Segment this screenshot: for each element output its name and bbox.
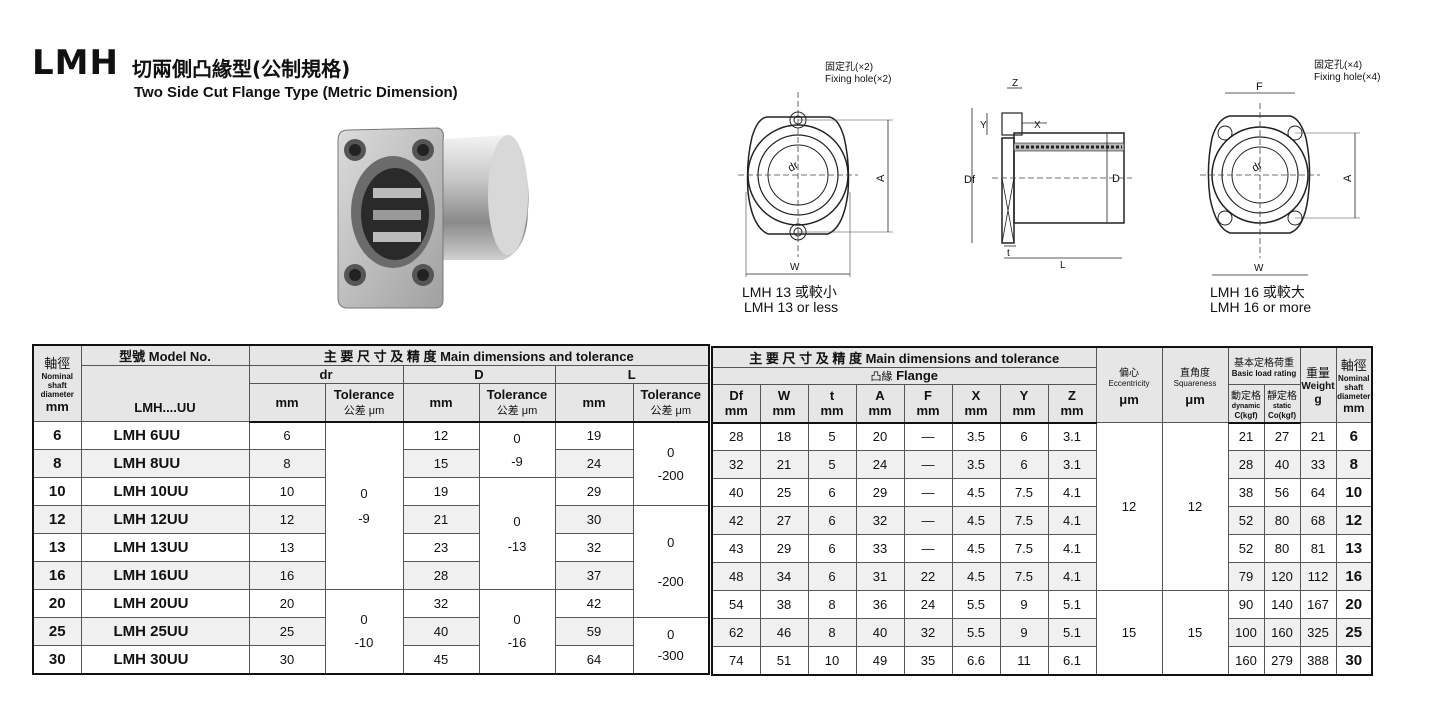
tol-l-group-3: 0-300 — [632, 617, 710, 674]
header-flange: 凸緣 Flange — [711, 367, 1097, 385]
label-l: L — [1060, 260, 1066, 271]
caption-zh-right: LMH 16 或較大 — [1210, 284, 1305, 300]
dimensions-table-left: 軸徑 Nominal shaft diameter mm 型號 Model No… — [32, 344, 710, 675]
header-load-rating: 基本定格荷重 Basic load rating — [1227, 346, 1301, 385]
tol-l-group-2: 0-200 — [632, 505, 710, 618]
header-squareness: 直角度 Squareness μm — [1161, 346, 1229, 423]
fixing-hole-note-en-right: Fixing hole(×4) — [1314, 72, 1381, 83]
table-row: 20 LMH 20UU 20 0-10 32 0-16 42 — [32, 589, 709, 674]
tol-dr-group-1: 0-9 — [324, 421, 404, 590]
tol-l-group-1: 0-200 — [632, 421, 710, 506]
fixing-hole-note-zh-left: 固定孔(×2) — [825, 62, 874, 73]
front-view-small-drawing: dr A W — [738, 92, 893, 277]
caption-en-left: LMH 13 or less — [744, 299, 839, 315]
eccentricity-group: 12 — [1095, 422, 1163, 591]
header-d: D — [402, 365, 556, 384]
table-row: 6 LMH 6UU 6 0-9 12 0-9 19 0-200 — [32, 421, 710, 590]
label-y: Y — [980, 120, 987, 131]
table-row: 25 LMH 25UU 25 40 59 0-300 — [32, 617, 710, 674]
table-row: 30 LMH 30UU 30 45 64 — [32, 645, 709, 674]
label-d: D — [1112, 173, 1120, 185]
header-main-dimensions: 主 要 尺 寸 及 精 度 Main dimensions and tolera… — [248, 344, 710, 366]
header-main-dimensions-right: 主 要 尺 寸 及 精 度 Main dimensions and tolera… — [711, 346, 1097, 368]
header-shaft-right: 軸徑 Nominal shaft diameter mm — [1335, 346, 1373, 423]
label-w-right: W — [1254, 263, 1264, 274]
fixing-hole-note-en-left: Fixing hole(×2) — [825, 74, 892, 85]
header-model: 型號 Model No. — [80, 344, 250, 366]
label-a-right: A — [1342, 174, 1354, 182]
header-dynamic: 動定格 dynamic C(kgf) — [1227, 384, 1265, 424]
product-code: LMH — [32, 43, 119, 83]
header-dr-mm: mm — [248, 383, 326, 423]
product-photo — [337, 127, 529, 309]
table-row: 13 LMH 13UU 13 23 32 — [32, 533, 709, 562]
page-header: LMH 切兩側凸緣型(公制規格) Two Side Cut Flange Typ… — [32, 43, 458, 101]
title-english: Two Side Cut Flange Type (Metric Dimensi… — [134, 84, 458, 101]
table-row: 16 LMH 16UU 16 28 37 — [32, 561, 709, 590]
header-model-sub: LMH....UU — [80, 365, 250, 422]
label-x: X — [1034, 120, 1041, 131]
tol-dr-group-2: 0-10 — [324, 589, 404, 674]
squareness-group: 15 — [1161, 590, 1229, 675]
label-t: t — [1007, 248, 1010, 259]
table-row: 10 LMH 10UU 10 19 0-13 29 — [32, 477, 709, 590]
header-l: L — [554, 365, 710, 384]
fixing-hole-note-zh-right: 固定孔(×4) — [1314, 60, 1363, 71]
label-f-right: F — [1256, 81, 1263, 93]
dimensions-table-right: 主 要 尺 寸 及 精 度 Main dimensions and tolera… — [711, 346, 1373, 676]
side-section-drawing: Z Y X Df D t L — [964, 78, 1132, 271]
header-static: 靜定格 static Co(kgf) — [1263, 384, 1301, 424]
header-eccentricity: 偏心 Eccentricity μm — [1095, 346, 1163, 423]
table-row: 12 LMH 12UU 12 21 30 0-200 — [32, 505, 710, 618]
caption-en-right: LMH 16 or more — [1210, 299, 1312, 315]
front-view-large-drawing: F dr A W — [1200, 81, 1360, 276]
label-a-left: A — [875, 174, 887, 182]
table-row: 8 LMH 8UU 8 15 24 — [32, 449, 709, 478]
header-l-mm: mm — [554, 383, 634, 423]
label-df: Df — [964, 174, 976, 186]
squareness-group: 12 — [1161, 422, 1229, 591]
header-dr: dr — [248, 365, 404, 384]
header-d-mm: mm — [402, 383, 480, 423]
header-weight: 重量 Weight g — [1299, 346, 1337, 423]
label-dr-right: dr — [1250, 159, 1265, 174]
label-w-left: W — [790, 262, 800, 273]
header-shaft-left: 軸徑 Nominal shaft diameter mm — [32, 344, 82, 422]
label-dr-left: dr — [786, 159, 801, 174]
tol-d-group-3: 0-16 — [478, 589, 556, 674]
tol-d-group-1: 0-9 — [478, 421, 556, 478]
caption-zh-left: LMH 13 或較小 — [742, 284, 837, 300]
title-chinese: 切兩側凸緣型(公制規格) — [132, 57, 351, 81]
label-z: Z — [1012, 78, 1018, 89]
tol-d-group-2: 0-13 — [478, 477, 556, 590]
eccentricity-group: 15 — [1095, 590, 1163, 675]
